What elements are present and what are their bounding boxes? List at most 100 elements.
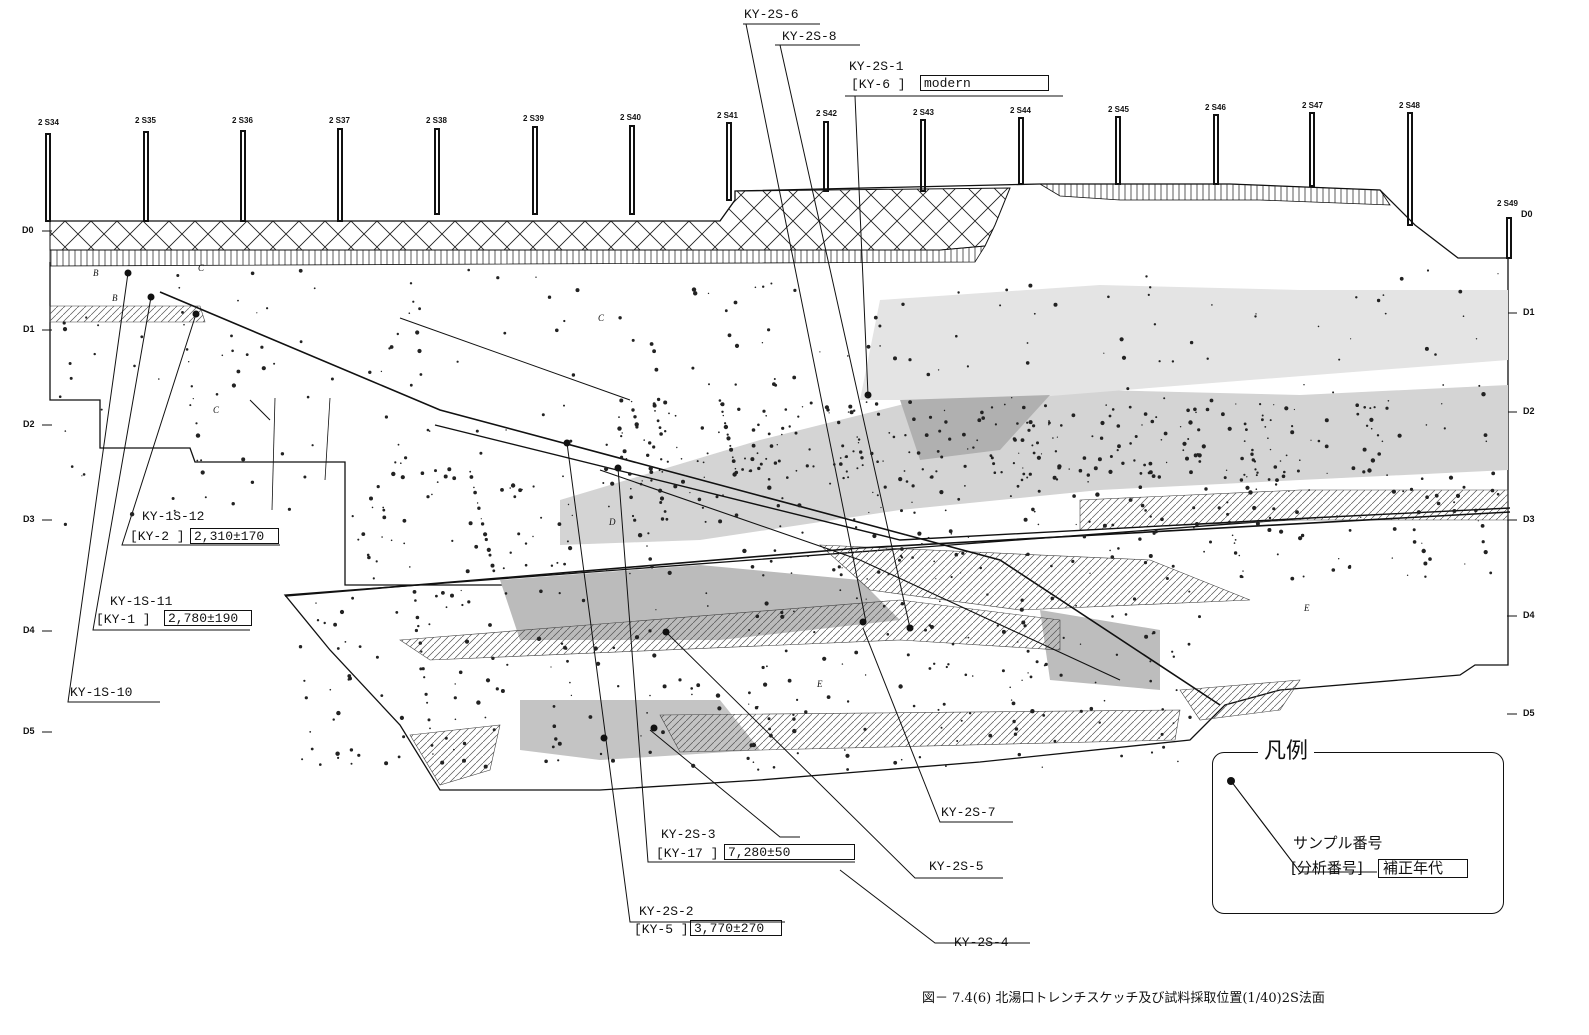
pebble — [400, 462, 402, 465]
pebble — [904, 533, 907, 536]
pebble — [1089, 572, 1091, 574]
pebble — [1119, 337, 1124, 342]
surface-vertical-strip — [1038, 183, 1391, 206]
pebble — [965, 637, 967, 639]
pebble — [628, 472, 632, 476]
pebble — [912, 417, 916, 422]
pebble — [1338, 358, 1341, 361]
pebble — [1420, 477, 1424, 481]
pebble — [1162, 745, 1166, 749]
pebble — [704, 520, 707, 523]
pebble — [1018, 452, 1020, 454]
pebble — [434, 469, 437, 473]
pebble — [737, 407, 741, 411]
pebble — [1155, 416, 1158, 419]
pebble — [734, 383, 737, 386]
pebble — [309, 731, 312, 733]
pebble — [287, 507, 291, 511]
sample-label-ky1s12: KY-1S-12 — [142, 509, 205, 524]
pebble — [358, 645, 362, 648]
pebble — [1217, 506, 1221, 510]
pebble — [1013, 732, 1018, 736]
pebble — [1268, 516, 1272, 520]
pebble — [940, 455, 944, 459]
pebble — [1290, 430, 1295, 435]
pebble — [1110, 555, 1115, 559]
pebble — [1048, 420, 1050, 422]
pebble — [330, 377, 334, 381]
pebble — [773, 378, 776, 380]
pebble — [1485, 440, 1488, 443]
pebble — [652, 349, 656, 354]
station-label: 2 S41 — [717, 111, 738, 120]
pebble — [510, 483, 516, 488]
pebble — [1227, 426, 1232, 431]
pebble — [329, 688, 332, 691]
pebble — [837, 565, 841, 569]
pebble — [741, 468, 744, 471]
pebble — [786, 476, 789, 479]
pebble — [1279, 529, 1284, 534]
pebble — [967, 536, 970, 538]
pebble — [1290, 576, 1295, 581]
pebble — [631, 408, 635, 412]
station-post — [1018, 117, 1024, 185]
pebble — [762, 285, 765, 288]
pebble — [1194, 522, 1199, 527]
pebble — [606, 569, 608, 571]
pebble — [731, 459, 736, 463]
station-post — [1213, 114, 1219, 185]
pebble — [720, 403, 722, 405]
pebble — [757, 768, 760, 771]
pebble — [976, 439, 979, 442]
analysis-number: [KY-2 ] — [130, 529, 185, 544]
pebble — [888, 432, 891, 434]
pebble — [750, 457, 755, 462]
pebble — [488, 553, 492, 557]
pebble — [913, 511, 916, 514]
pebble — [412, 590, 417, 594]
pebble — [727, 333, 732, 338]
pebble — [1158, 360, 1161, 363]
pebble — [718, 399, 722, 402]
pebble — [504, 592, 508, 595]
pebble — [750, 565, 755, 569]
pebble — [956, 740, 959, 742]
pebble — [1053, 739, 1057, 743]
pebble — [634, 422, 639, 427]
pebble — [319, 763, 322, 766]
pebble — [566, 659, 569, 663]
pebble — [650, 479, 653, 482]
pebble — [85, 316, 88, 319]
pebble — [876, 494, 879, 497]
pebble — [957, 291, 960, 294]
pebble — [1009, 686, 1011, 689]
pebble — [566, 540, 569, 543]
pebble — [939, 600, 941, 603]
pebble — [701, 506, 705, 509]
pebble — [630, 487, 632, 490]
pebble — [751, 742, 757, 748]
pebble — [1014, 727, 1019, 731]
pebble — [797, 503, 802, 508]
pebble — [1436, 501, 1441, 506]
sample-point — [563, 439, 571, 447]
pebble — [1317, 325, 1320, 328]
pebble — [1377, 452, 1381, 456]
pebble — [1059, 673, 1063, 677]
pebble — [769, 733, 773, 738]
pebble — [807, 555, 809, 558]
pebble — [1121, 461, 1125, 465]
pebble — [273, 362, 276, 365]
pebble — [536, 636, 542, 641]
pebble — [509, 551, 512, 554]
pebble — [1382, 294, 1385, 296]
pebble — [1093, 466, 1098, 471]
pebble — [847, 411, 850, 413]
pebble — [617, 685, 620, 688]
pebble — [1293, 408, 1295, 411]
pebble — [480, 518, 482, 520]
pebble — [643, 439, 645, 441]
unit-label: C — [213, 405, 220, 415]
